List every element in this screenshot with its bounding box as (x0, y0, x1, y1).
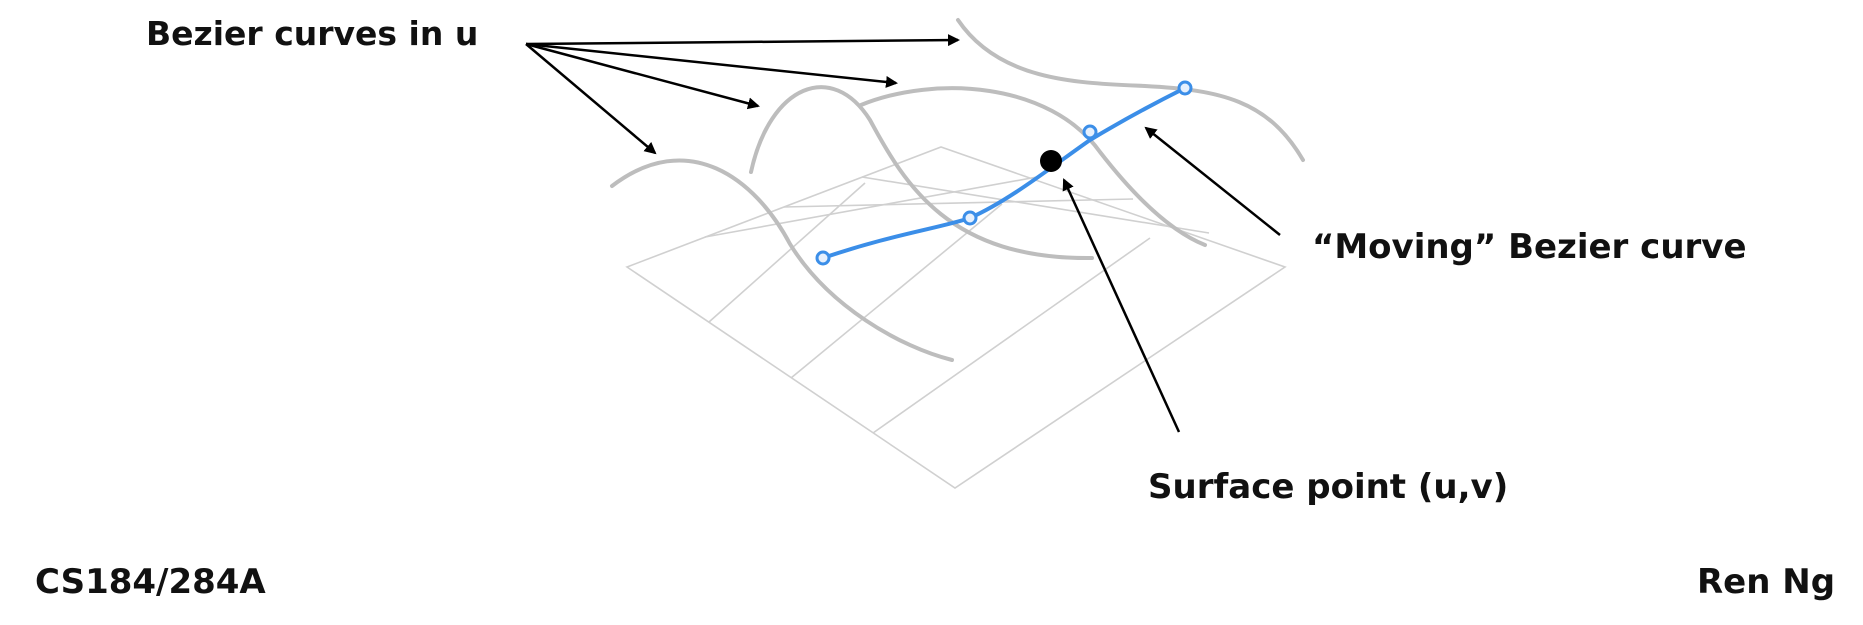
moving-curve-control-point (962, 210, 978, 226)
control-grid (625, 146, 1287, 489)
author-footer: Ren Ng (1697, 562, 1836, 602)
moving-bezier-curve (821, 86, 1187, 260)
moving-curve-control-point (1082, 124, 1098, 140)
grid-line (872, 237, 1151, 434)
arrow-to-u-curve-1 (525, 43, 657, 155)
grid-outline (625, 146, 1287, 489)
bezier-curves-in-u-label: Bezier curves in u (146, 14, 479, 53)
moving-curve-control-point (1177, 80, 1193, 96)
arrow-to-surface-point (1062, 178, 1181, 433)
u-curves (610, 18, 1305, 362)
arrow-to-u-curve-4 (525, 34, 960, 47)
moving-curve-control-point (815, 250, 831, 266)
surface-point-label: Surface point (u,v) (1148, 467, 1509, 507)
grid-line (708, 182, 866, 323)
moving-bezier-curve-label: “Moving” Bezier curve (1312, 227, 1747, 267)
u-curve-4 (956, 18, 1305, 162)
arrow-to-u-curve-3 (525, 42, 898, 88)
arrow-to-u-curve-2 (525, 42, 760, 110)
grid-line (790, 203, 1003, 379)
grid-line (704, 176, 1038, 238)
annotation-arrows (525, 34, 1281, 433)
course-footer: CS184/284A (35, 562, 266, 602)
grid-line (861, 176, 1210, 234)
surface-point-marker (1040, 150, 1062, 172)
u-curve-1 (610, 158, 954, 362)
moving-curve-group (815, 80, 1193, 266)
arrow-to-moving-curve (1144, 126, 1281, 236)
grid-line (783, 198, 1134, 208)
u-curve-2 (749, 85, 1094, 261)
